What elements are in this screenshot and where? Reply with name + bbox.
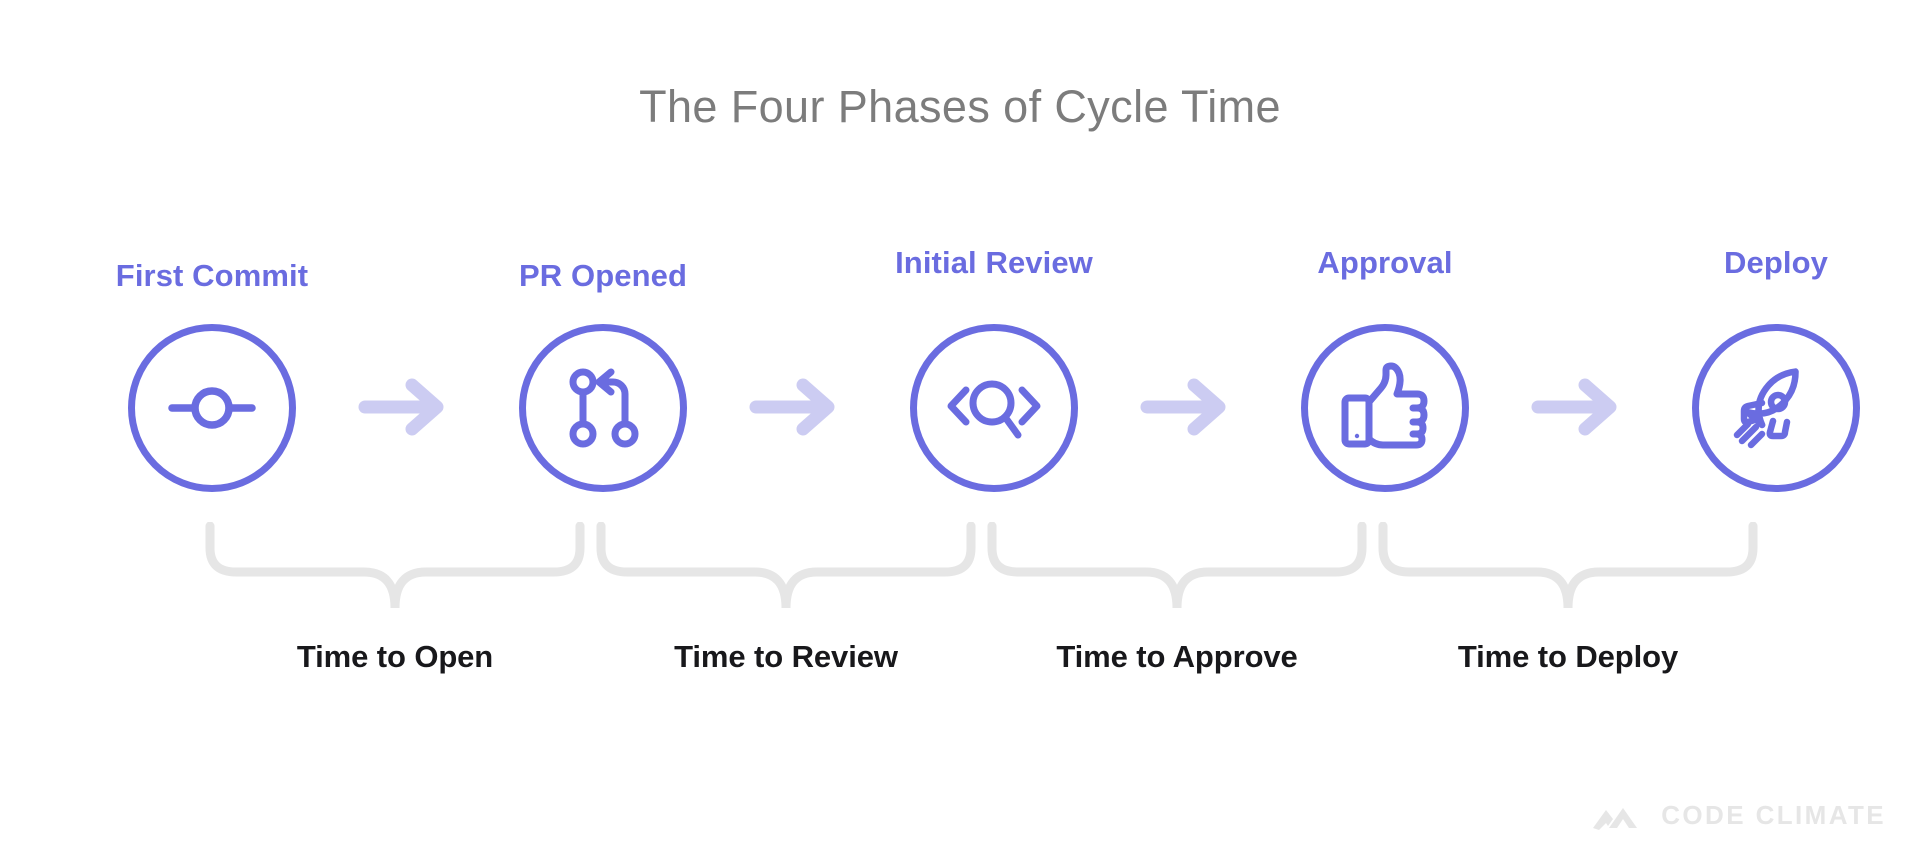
stage-label-pr-opened: PR Opened xyxy=(519,258,687,293)
arrow-initial-review-to-approval xyxy=(1139,375,1235,439)
brace-time-to-deploy xyxy=(1378,522,1758,612)
git-commit-icon xyxy=(164,360,260,456)
brace-time-to-open xyxy=(205,522,585,612)
phase-label-time-to-deploy: Time to Deploy xyxy=(1457,639,1679,674)
code-climate-mountains-icon xyxy=(1593,802,1647,830)
thumbs-up-icon xyxy=(1337,362,1433,454)
stage-circle-initial-review[interactable] xyxy=(910,324,1078,492)
stage-label-first-commit: First Commit xyxy=(115,258,309,293)
brace-time-to-review xyxy=(596,522,976,612)
phase-label-time-to-review: Time to Review xyxy=(674,639,898,674)
arrow-approval-to-deploy xyxy=(1530,375,1626,439)
arrow-first-commit-to-pr-opened xyxy=(357,375,453,439)
phase-label-time-to-approve: Time to Approve xyxy=(1056,639,1298,674)
page-title: The Four Phases of Cycle Time xyxy=(639,81,1281,132)
code-climate-wordmark: CODE CLIMATE xyxy=(1661,800,1886,830)
phase-label-time-to-open: Time to Open xyxy=(296,639,494,674)
stage-circle-first-commit[interactable] xyxy=(128,324,296,492)
code-climate-logo: CODE CLIMATE xyxy=(1593,800,1886,831)
stage-circle-approval[interactable] xyxy=(1301,324,1469,492)
stage-circle-deploy[interactable] xyxy=(1692,324,1860,492)
brace-time-to-approve xyxy=(987,522,1367,612)
stage-label-deploy: Deploy xyxy=(1724,245,1828,280)
git-pull-request-icon xyxy=(557,362,649,454)
code-review-search-icon xyxy=(942,362,1046,454)
stage-label-initial-review: Initial Review xyxy=(895,245,1093,280)
stage-circle-pr-opened[interactable] xyxy=(519,324,687,492)
arrow-pr-opened-to-initial-review xyxy=(748,375,844,439)
stage-label-approval: Approval xyxy=(1317,245,1453,280)
rocket-icon xyxy=(1726,358,1826,458)
